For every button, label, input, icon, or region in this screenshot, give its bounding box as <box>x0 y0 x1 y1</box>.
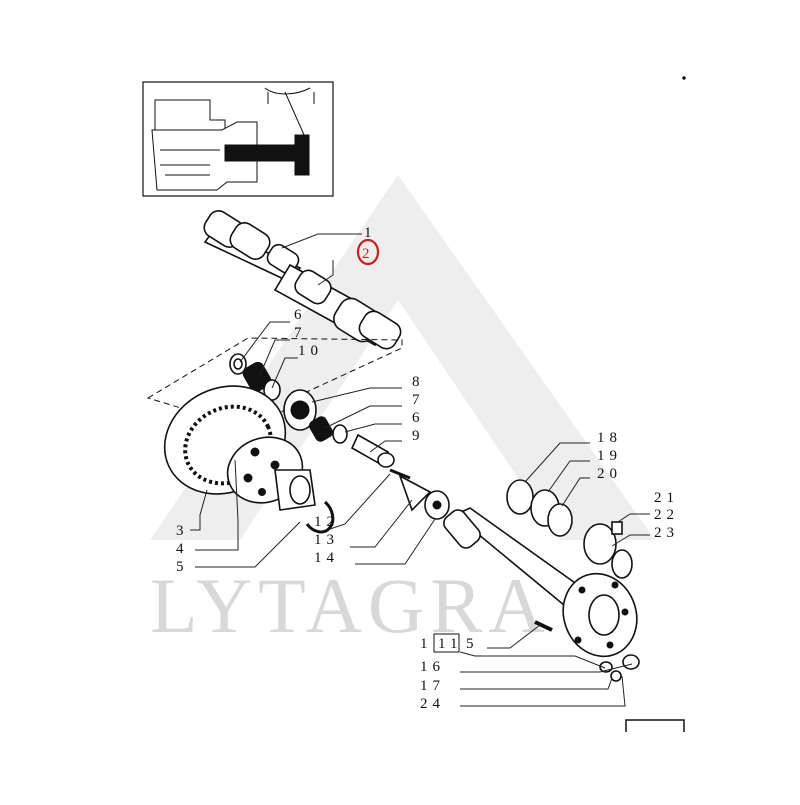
callout-11-box <box>433 633 460 653</box>
snap-ring <box>305 500 335 534</box>
callout-14: 14 <box>314 550 339 566</box>
watermark-text: LYTAGRA <box>150 562 551 649</box>
page-frame-mark <box>625 719 685 732</box>
callout-15: 5 <box>466 636 479 652</box>
callout-12: 12 <box>314 514 339 530</box>
callout-1: 1 <box>364 225 377 241</box>
callout-10: 10 <box>298 343 323 359</box>
callout-23: 23 <box>654 525 679 541</box>
callout-19: 19 <box>597 448 622 464</box>
callout-6-lower: 6 <box>412 410 425 426</box>
axle-shaft <box>443 507 638 658</box>
callout-20: 20 <box>597 466 622 482</box>
callout-17: 17 <box>420 678 445 694</box>
highlight-ring <box>356 238 380 266</box>
callout-13: 13 <box>314 532 339 548</box>
planet-carrier <box>226 436 316 511</box>
hub-seal-parts <box>583 521 633 579</box>
upper-splined-shaft <box>203 210 402 350</box>
inset-locator-view <box>142 81 334 197</box>
callout-18: 18 <box>597 430 622 446</box>
callout-5: 5 <box>176 559 189 575</box>
callout-2: 2 <box>362 246 375 262</box>
callout-1-prefix: 1 <box>420 636 433 652</box>
callout-7-lower: 7 <box>412 392 425 408</box>
callout-6-upper: 6 <box>294 307 307 323</box>
callout-16: 16 <box>420 659 445 675</box>
callout-8: 8 <box>412 374 425 390</box>
callout-7-upper: 7 <box>294 325 307 341</box>
bearing-set <box>506 479 573 537</box>
page-dot <box>682 76 686 80</box>
callout-24: 24 <box>420 696 445 712</box>
callout-11: 11 <box>438 636 462 652</box>
callout-9: 9 <box>412 428 425 444</box>
callout-3: 3 <box>176 523 189 539</box>
callout-4: 4 <box>176 541 189 557</box>
center-pin-parts <box>350 433 450 520</box>
callout-labels: 1 2 3 4 5 6 7 10 8 7 6 9 12 13 14 18 19 … <box>176 225 679 712</box>
planet-gear-parts <box>229 353 348 444</box>
callout-22: 22 <box>654 507 679 523</box>
callout-21: 21 <box>654 490 679 506</box>
leader-lines <box>190 233 650 707</box>
